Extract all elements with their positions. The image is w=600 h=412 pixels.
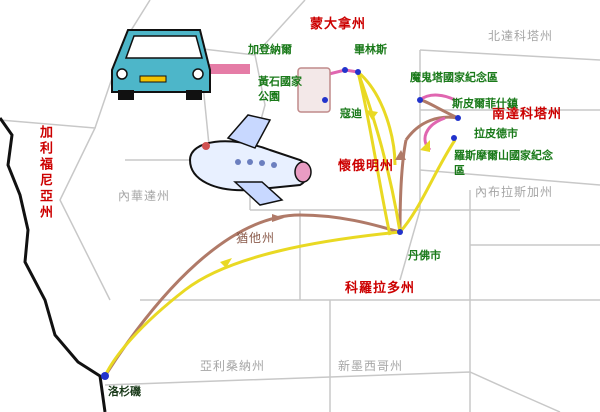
route-arrows (272, 150, 406, 222)
state-label-california: 加利福尼亞州 (37, 125, 52, 221)
state-label-nebraska: 內布拉斯加州 (475, 185, 554, 199)
city-label-glacier: 加登納爾 (248, 43, 292, 56)
city-label-yellowstone: 黃石國家公園 (258, 75, 302, 104)
route-arrows-return (220, 110, 430, 268)
state-label-new-mexico: 新墨西哥州 (338, 359, 404, 373)
airplane-icon (188, 114, 312, 206)
state-label-utah: 猶他州 (236, 231, 276, 245)
state-label-north-dakota: 北達科塔州 (488, 29, 554, 43)
city-label-cody: 寇迪 (340, 107, 362, 120)
state-label-wyoming: 懷俄明州 (338, 159, 395, 174)
city-label-los-angeles: 洛杉磯 (108, 385, 141, 398)
state-label-south-dakota: 南達科塔州 (492, 107, 563, 122)
city-label-rushmore: 羅斯摩爾山國家紀念區 (454, 149, 553, 178)
city-dots (101, 67, 461, 380)
state-label-nevada: 內華達州 (118, 189, 171, 203)
city-label-billings: 畢林斯 (354, 43, 387, 56)
city-label-rapid-city: 拉皮德市 (474, 127, 518, 140)
state-label-colorado: 科羅拉多州 (345, 281, 416, 296)
city-label-denver: 丹佛市 (408, 249, 441, 262)
route-return (103, 70, 457, 377)
city-label-devils-tower: 魔鬼塔國家紀念區 (410, 71, 498, 84)
car-icon (111, 29, 250, 100)
yellowstone-marker (297, 67, 331, 113)
state-label-montana: 蒙大拿州 (310, 17, 367, 32)
route-outbound (103, 98, 459, 377)
state-label-arizona: 亞利桑納州 (200, 359, 266, 373)
city-label-spearfish: 斯皮爾菲什鎮 (452, 97, 518, 110)
mexico-border (104, 371, 561, 412)
coastline (0, 117, 107, 412)
